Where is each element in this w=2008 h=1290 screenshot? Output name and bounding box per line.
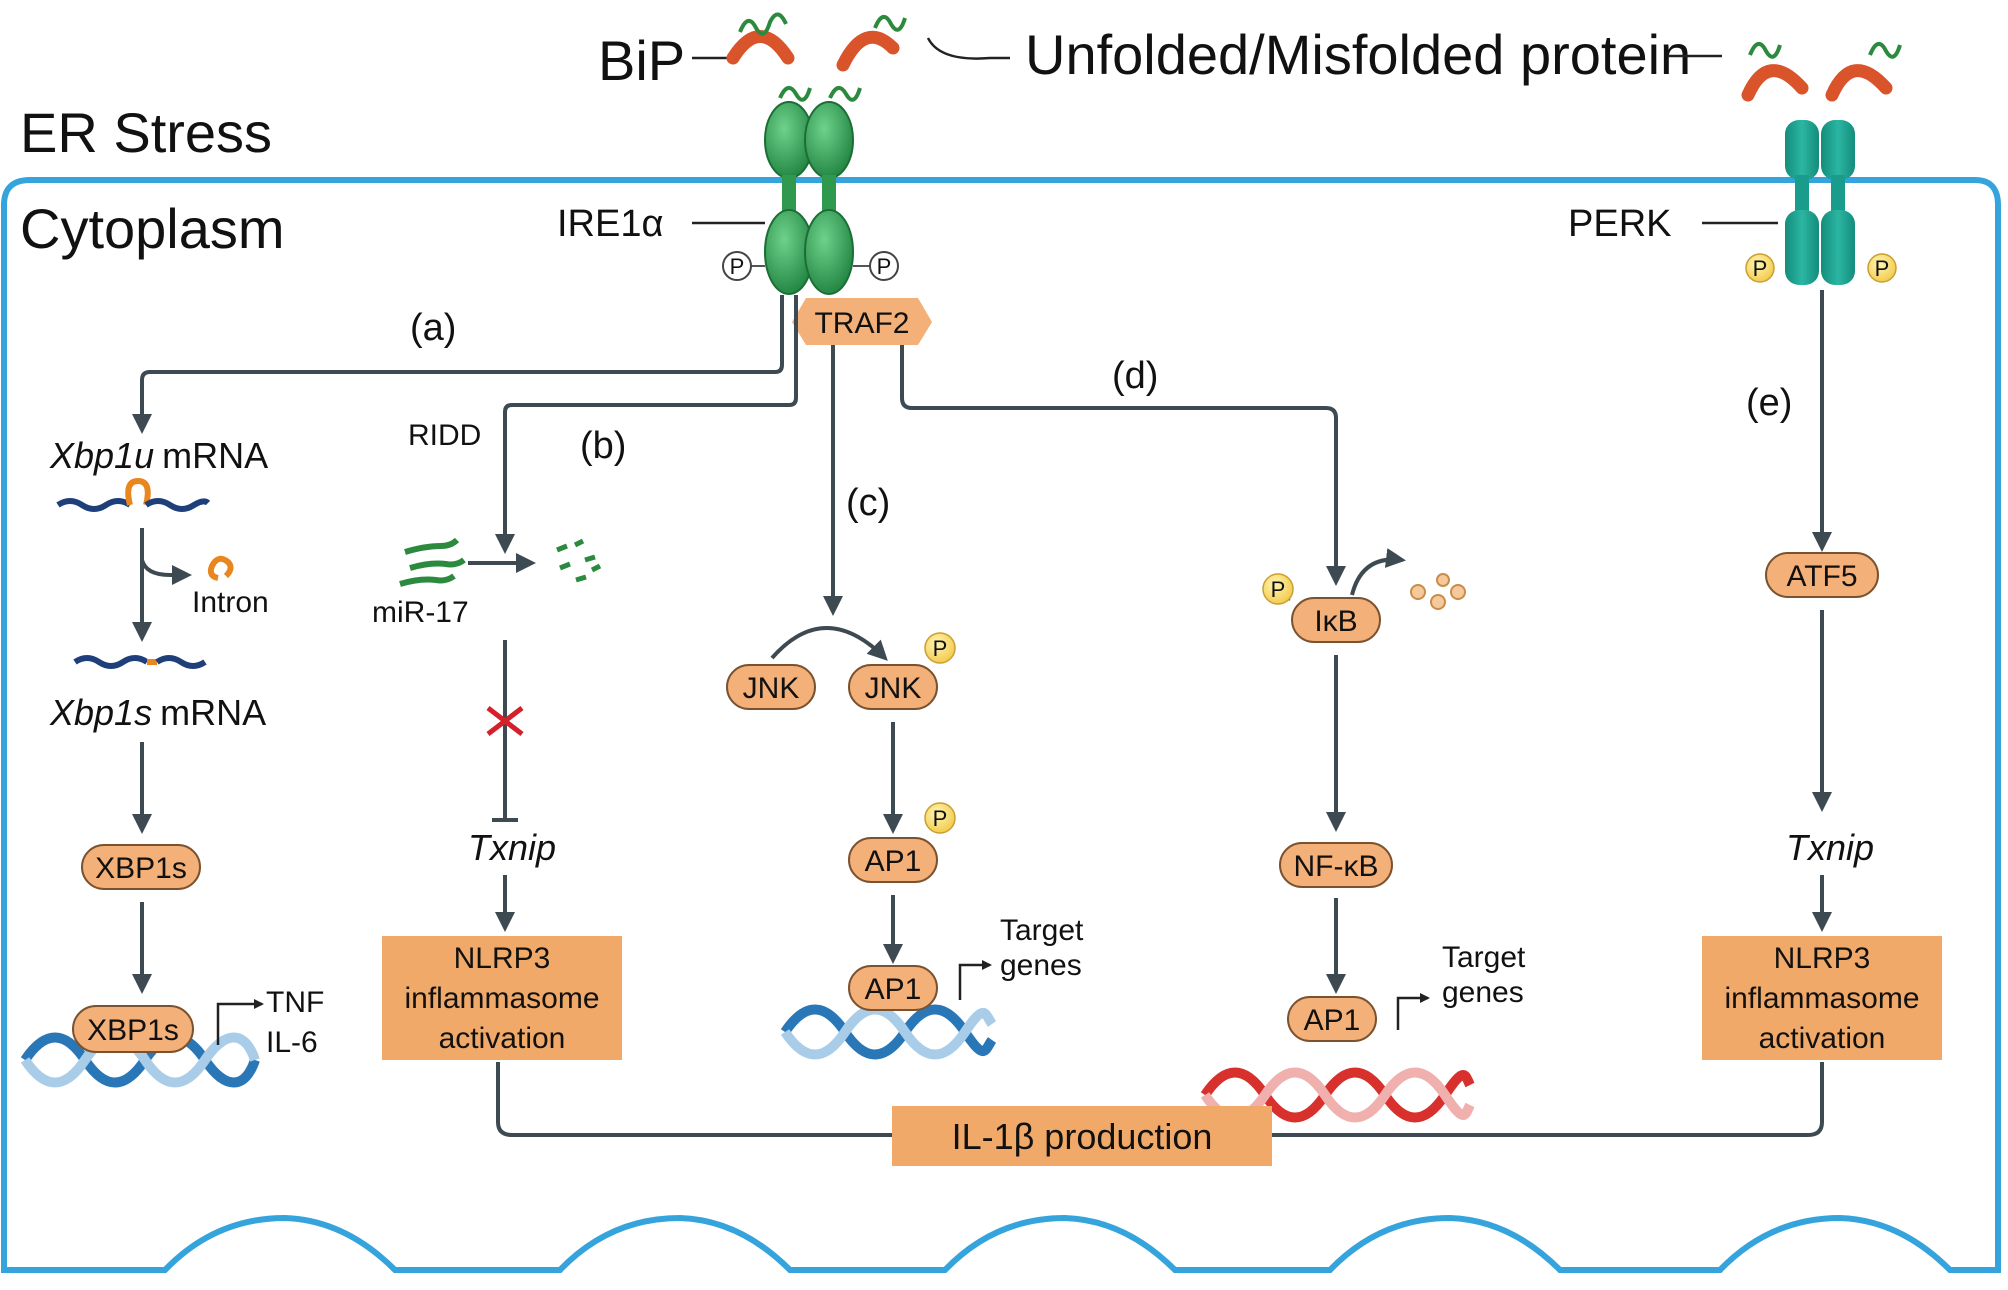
nlrp3-box-b: NLRP3 inflammasome activation [382, 936, 622, 1060]
ikb-node: IκB P [1262, 573, 1381, 643]
transcription-arrow-c [958, 960, 992, 1000]
blocked-x-icon [486, 706, 524, 736]
ap1-bound-node-d: AP1 [1287, 996, 1377, 1042]
nfkb-node: NF-κB [1279, 842, 1393, 888]
unfolded-protein-icon-1 [1741, 42, 1809, 102]
svg-text:P: P [730, 254, 745, 279]
arrow-branch-d [900, 345, 1346, 586]
il1b-production-box: IL-1β production [892, 1106, 1272, 1166]
nlrp3-box-e: NLRP3 inflammasome activation [1702, 936, 1942, 1060]
svg-text:activation: activation [1759, 1022, 1886, 1055]
il6-label: IL-6 [266, 1026, 318, 1059]
cell-membrane [0, 177, 2001, 1273]
bip-protein-icon [726, 12, 795, 65]
svg-text:NLRP3: NLRP3 [1774, 942, 1871, 975]
unfolded-protein-label: Unfolded/Misfolded protein [1025, 23, 1691, 86]
atf5-node: ATF5 [1765, 552, 1879, 598]
bip-unbound-icon [836, 15, 907, 72]
svg-text:JNK: JNK [743, 672, 800, 705]
perk-phospho-right: P [1867, 253, 1897, 283]
xbp1s-protein-node: XBP1s [81, 844, 201, 890]
perk-label: PERK [1568, 203, 1671, 245]
svg-text:NF-κB: NF-κB [1294, 850, 1379, 883]
svg-text:activation: activation [439, 1022, 566, 1055]
svg-text:IL-1β production: IL-1β production [952, 1116, 1213, 1157]
svg-text:ATF5: ATF5 [1786, 560, 1857, 593]
perk-phospho-left: P [1745, 253, 1775, 283]
branch-a-label: (a) [410, 307, 456, 349]
dna-helix-xbp1s [20, 1032, 260, 1088]
ridd-label: RIDD [408, 419, 481, 452]
traf2-node: TRAF2 [792, 298, 932, 345]
transcription-arrow-d [1396, 993, 1430, 1030]
svg-text:inflammasome: inflammasome [404, 982, 599, 1015]
branch-e-label: (e) [1746, 382, 1792, 424]
transcription-arrow-a [216, 999, 264, 1045]
dna-helix-d [1200, 1067, 1475, 1123]
svg-text:IκB: IκB [1314, 605, 1357, 638]
connector-nlrp3-b-to-il1b [496, 1062, 892, 1137]
svg-text:XBP1s: XBP1s [87, 1014, 179, 1047]
jnk-node: JNK [726, 664, 816, 710]
ikb-fragments-icon [1410, 573, 1466, 610]
unfolded-protein-icon-2 [1825, 42, 1902, 102]
target-genes-c-line2: genes [1000, 949, 1082, 982]
ire1a-phospho-right: P [853, 251, 899, 281]
ire1a-label: IRE1α [557, 203, 663, 245]
svg-text:P: P [933, 636, 948, 661]
svg-text:P: P [933, 806, 948, 831]
xbp1s-bound-node: XBP1s [72, 1005, 194, 1053]
intron-label: Intron [192, 586, 269, 619]
mir17-icon [399, 537, 466, 587]
dna-helix-c [780, 1004, 997, 1060]
tnf-label: TNF [266, 986, 324, 1019]
branch-b-label: (b) [580, 425, 626, 467]
xbp1s-mrna-icon [73, 655, 207, 669]
svg-text:P: P [1875, 256, 1890, 281]
cytoplasm-label: Cytoplasm [20, 197, 285, 260]
svg-text:P: P [1271, 577, 1286, 602]
svg-text:NLRP3: NLRP3 [454, 942, 551, 975]
branch-c-label: (c) [846, 482, 890, 524]
svg-text:AP1: AP1 [865, 973, 922, 1006]
ap1-bound-node-c: AP1 [848, 965, 938, 1011]
target-genes-c-line1: Target [1000, 914, 1084, 947]
jnk-p-node: JNK P [848, 632, 956, 710]
connector-nlrp3-e-to-il1b [1272, 1062, 1824, 1137]
mir17-label: miR-17 [372, 596, 469, 629]
svg-text:P: P [877, 254, 892, 279]
ap1-p-node-c: AP1 P [848, 802, 956, 883]
arrow-branch-a [132, 295, 784, 434]
svg-text:P: P [1753, 256, 1768, 281]
arrow-jnk-phosphorylation [770, 626, 888, 661]
target-genes-d-line2: genes [1442, 976, 1524, 1009]
svg-text:inflammasome: inflammasome [1724, 982, 1919, 1015]
arrow-branch-b [495, 295, 798, 554]
branch-d-label: (d) [1112, 355, 1158, 397]
svg-text:AP1: AP1 [865, 845, 922, 878]
arrow-ikb-degradation [1350, 548, 1406, 596]
svg-text:XBP1s: XBP1s [95, 852, 187, 885]
xbp1u-mrna-icon [56, 477, 211, 512]
svg-text:AP1: AP1 [1304, 1004, 1361, 1037]
intron-icon [207, 555, 234, 581]
perk-receptor-icon [1785, 120, 1855, 285]
target-genes-d-line1: Target [1442, 941, 1526, 974]
arrow-splice-intron [140, 559, 192, 585]
unfolded-leader-line [926, 37, 1010, 60]
txnip-label-b: Txnip [468, 827, 556, 868]
svg-text:TRAF2: TRAF2 [814, 307, 909, 340]
bip-label: BiP [598, 29, 685, 92]
ire1a-receptor-icon [764, 86, 862, 295]
er-stress-label: ER Stress [20, 101, 272, 164]
txnip-label-e: Txnip [1786, 827, 1874, 868]
svg-text:JNK: JNK [865, 672, 922, 705]
mir17-fragments-icon [556, 538, 602, 583]
ire1a-phospho-left: P [722, 251, 765, 281]
